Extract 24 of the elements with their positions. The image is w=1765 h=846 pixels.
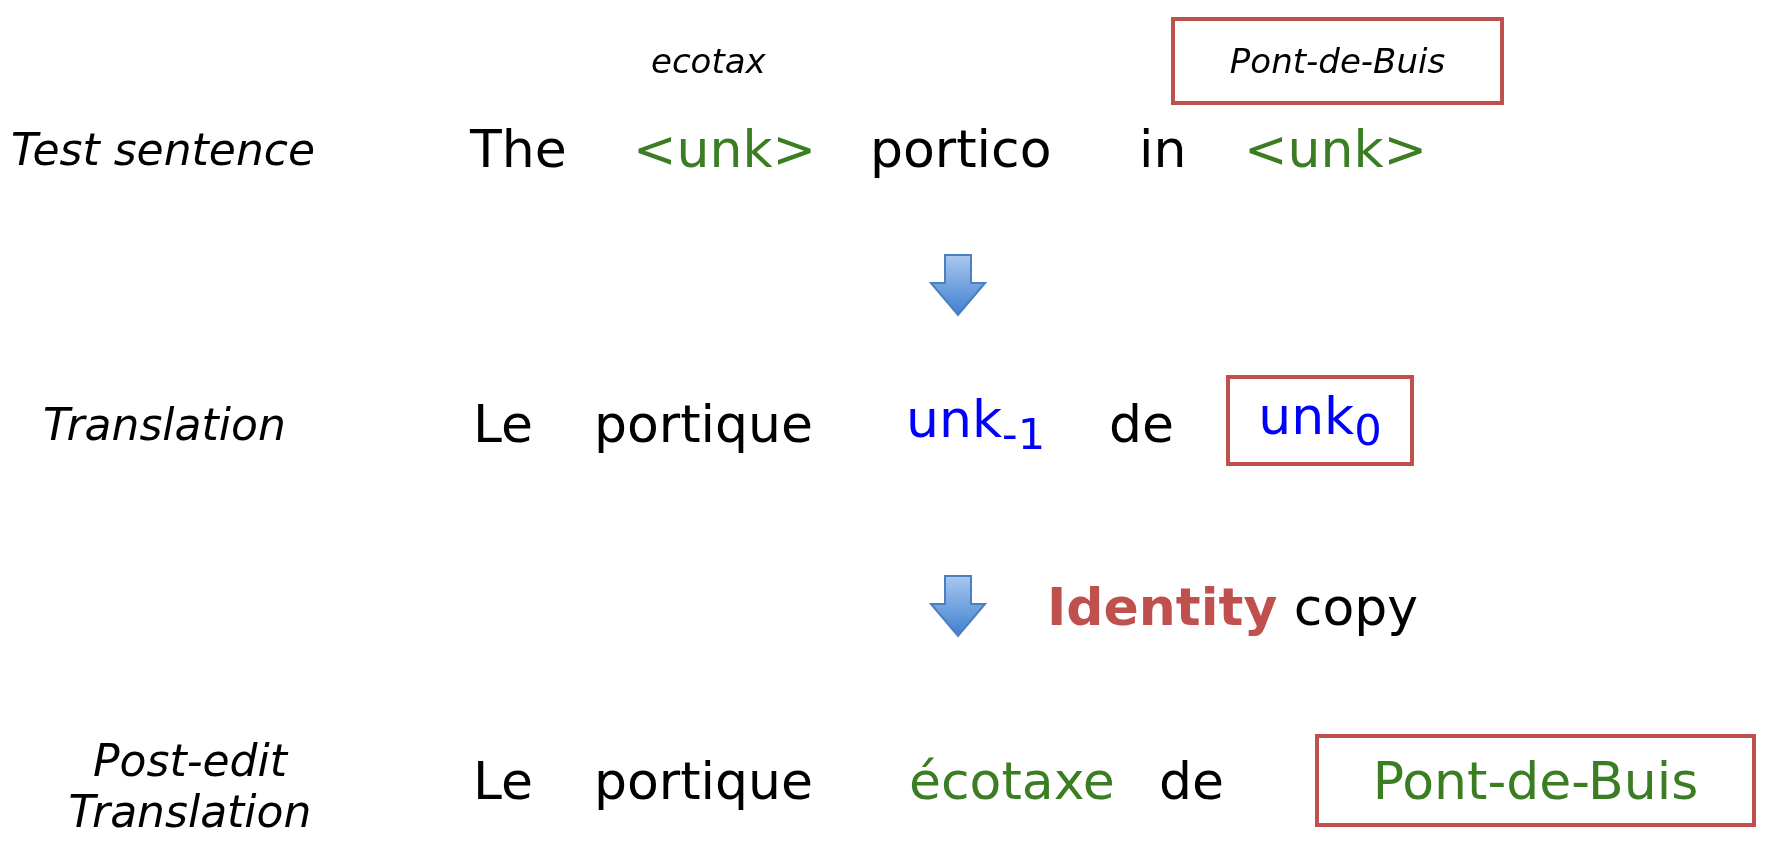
word: unk$_{0}$ (1258, 385, 1382, 456)
word: de (1109, 395, 1174, 455)
highlight-box (1171, 17, 1504, 105)
word: de (1159, 752, 1224, 812)
word: <unk> (1244, 120, 1428, 180)
word: portique (594, 752, 813, 812)
word: portico (870, 120, 1052, 180)
word: portique (594, 395, 813, 455)
word-label: ecotax (651, 42, 766, 82)
word: Le (473, 395, 534, 455)
word: The (470, 120, 567, 180)
highlight-box (1315, 734, 1756, 827)
word: <unk> (633, 120, 817, 180)
word: unk$_{-1}$ (906, 390, 1046, 460)
highlight-box (1226, 375, 1414, 466)
word: Le (473, 752, 534, 812)
row-label: Test sentence (11, 124, 316, 176)
word: Pont-de-Buis (1372, 750, 1699, 811)
word: in (1139, 120, 1187, 180)
word: Pont-de-Buis (1229, 41, 1446, 81)
row-label: Translation (43, 399, 286, 451)
row-label: Post-edit Translation (67, 736, 313, 838)
word: écotaxe (909, 752, 1115, 812)
step-label: Identity copy (1047, 578, 1418, 638)
